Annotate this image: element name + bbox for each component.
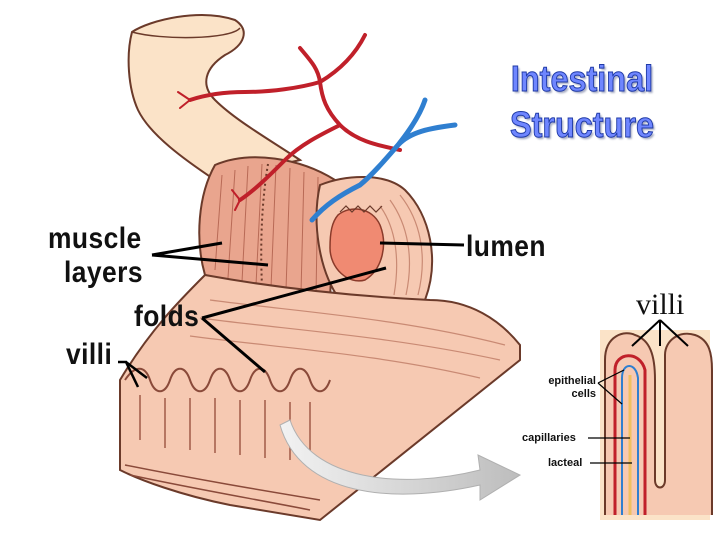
intestine-tube-cap: [131, 27, 241, 39]
pointer-muscle-2: [151, 253, 269, 267]
intestine-tube-outer: [127, 14, 303, 182]
pointer-muscle-1: [151, 241, 223, 257]
label-lumen: lumen: [466, 230, 546, 263]
muscle-stripes: [214, 163, 319, 297]
pointer-small-labels: [588, 369, 632, 464]
villus-capillary-blue: [621, 365, 639, 515]
opened-mucosa-sheet: [119, 273, 521, 522]
artery-branches: [177, 91, 241, 211]
title-line-1: Intestinal: [510, 58, 654, 100]
pointer-folds-1: [201, 266, 387, 320]
label-epithelial-cells: epithelial cells: [538, 375, 596, 401]
vein-vessel: [309, 97, 458, 223]
artery-vessel: [188, 33, 402, 202]
pointer-lumen: [379, 241, 465, 247]
pointer-folds-2: [201, 316, 266, 374]
label-folds: folds: [134, 300, 200, 333]
villus-capillary-red: [613, 354, 647, 515]
lumen-opening: [329, 208, 385, 282]
pointer-villi-left: [118, 360, 148, 388]
label-epithelial: epithelial: [548, 375, 596, 387]
lumen-folds-top: [339, 205, 383, 213]
diagram-title: Intestinal Structure: [501, 56, 663, 148]
label-lacteal: lacteal: [548, 457, 583, 469]
title-line-2: Structure: [509, 104, 655, 146]
mucosa-fold-lines: [189, 299, 506, 379]
villi-front-edge: [124, 367, 331, 393]
zoom-arrow: [279, 419, 522, 501]
label-cells: cells: [571, 388, 596, 400]
sheet-base-lines: [124, 464, 321, 511]
pointer-villi-right: [631, 319, 689, 347]
villus-outline: [604, 332, 713, 515]
pointer-lines: [151, 241, 465, 374]
label-muscle: muscle: [48, 222, 142, 255]
label-villi-right: villi: [636, 288, 685, 321]
label-layers: layers: [64, 256, 143, 289]
label-capillaries: capillaries: [522, 432, 576, 444]
label-villi-left: villi: [66, 338, 113, 371]
